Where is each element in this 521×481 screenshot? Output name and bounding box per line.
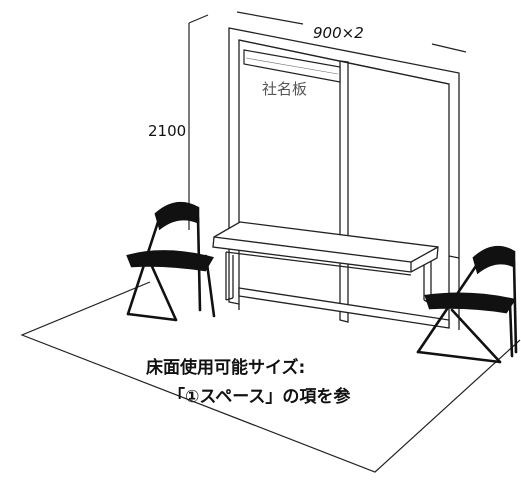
caption-line-1: 床面使用可能サイズ: [146, 357, 305, 378]
caption-line-2: 「①スペース」の項を参 [168, 386, 350, 407]
height-dimension-label: 2100 [148, 122, 186, 140]
height-dimension [188, 14, 209, 230]
width-dimension [236, 11, 467, 53]
width-dimension-label: 900×2 [313, 24, 364, 42]
folding-chair-icon [126, 201, 216, 322]
company-sign-label: 社名板 [262, 80, 307, 98]
floor-outline [20, 281, 521, 473]
back-panel [228, 27, 460, 330]
folding-chair-icon [416, 245, 518, 364]
folding-table-icon [212, 221, 439, 305]
company-sign-board [243, 49, 341, 83]
